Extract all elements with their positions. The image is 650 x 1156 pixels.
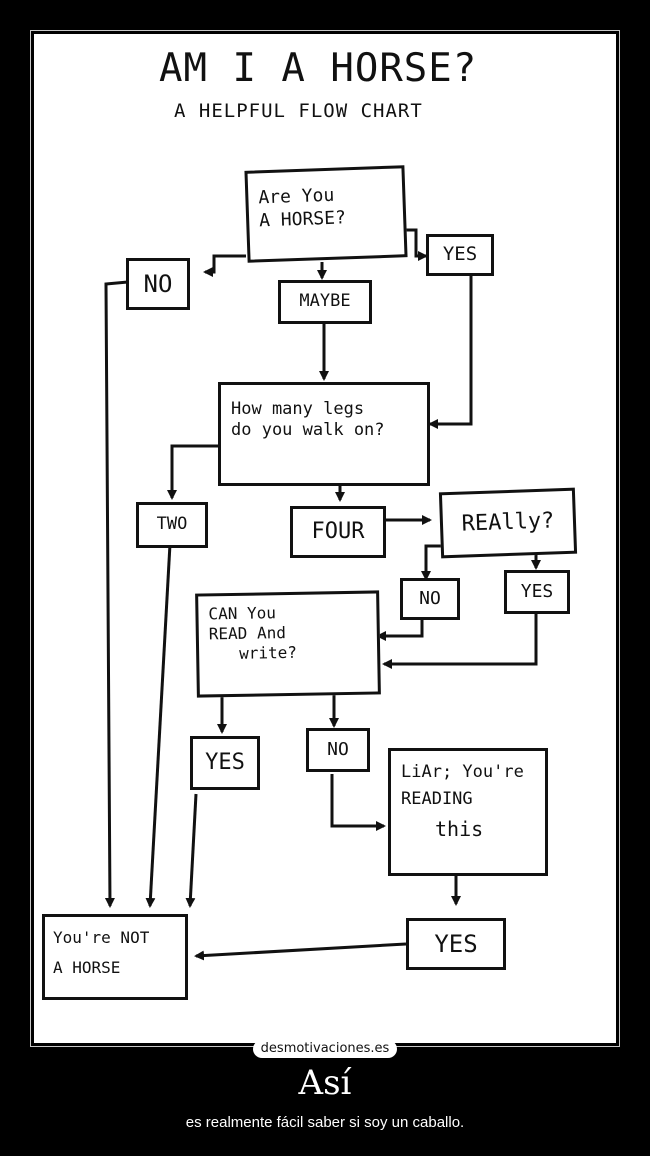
node-yes-2: YES	[504, 570, 570, 614]
node-are-you-a-horse-line2: A HORSE?	[258, 206, 347, 231]
node-result-line2: A HORSE	[53, 958, 121, 978]
node-two: TWO	[136, 502, 208, 548]
node-maybe: MAYBE	[278, 280, 372, 324]
node-how-many-legs: How many legs do you walk on?	[218, 382, 430, 486]
arrow-yes4-to-result	[194, 942, 407, 961]
arrow-no3-to-liar	[330, 774, 386, 831]
node-are-you-a-horse: Are You A HORSE?	[244, 165, 408, 263]
node-result-line1: You're NOT	[53, 928, 150, 947]
arrow-start-to-yes	[406, 228, 428, 261]
node-yes-3: YES	[190, 736, 260, 790]
arrow-no1-to-result	[104, 280, 129, 908]
node-four: FOUR	[290, 506, 386, 558]
node-liar-line3: this	[435, 817, 484, 842]
arrow-really-to-no	[421, 544, 442, 581]
arrow-yes2-to-read	[382, 612, 538, 669]
flowchart-arrows	[104, 228, 541, 961]
node-can-you-read-line3: write?	[238, 642, 298, 663]
node-liar-line1: LiAr; You're	[401, 762, 524, 782]
arrow-two-to-result	[145, 543, 172, 908]
watermark-text: desmotivaciones.es	[252, 1040, 398, 1058]
arrow-yes-to-legs	[428, 274, 473, 429]
node-result-not-a-horse: You're NOT A HORSE	[42, 914, 188, 1000]
node-no-2: NO	[400, 578, 460, 620]
arrow-legs-to-two	[167, 444, 218, 500]
caption-subtitle: es realmente fácil saber si soy un cabal…	[185, 1114, 465, 1131]
watermark: desmotivaciones.es	[0, 1040, 650, 1058]
node-yes-1: YES	[426, 234, 494, 276]
flowchart-paper: AM I A HORSE? A HELPFUL FLOW CHART	[34, 34, 616, 1043]
caption-title: Así	[298, 1063, 352, 1103]
node-yes-4: YES	[406, 918, 506, 970]
node-liar: LiAr; You're READING this	[388, 748, 548, 876]
arrow-no2-to-read	[376, 618, 424, 641]
diagram-subtitle: A HELPFUL FLOW CHART	[174, 100, 423, 122]
node-no-3: NO	[306, 728, 370, 772]
node-can-you-read-line1: CAN You	[208, 603, 277, 624]
node-how-many-legs-line2: do you walk on?	[231, 420, 385, 441]
node-liar-line2: READING	[401, 789, 473, 810]
node-really: REAlly?	[438, 487, 578, 559]
arrow-start-to-no	[203, 254, 246, 277]
arrow-yes3-to-result	[185, 793, 198, 908]
node-can-you-read: CAN You READ And write?	[195, 590, 381, 698]
node-no-1: NO	[126, 258, 190, 310]
node-how-many-legs-line1: How many legs	[231, 399, 365, 419]
diagram-title: AM I A HORSE?	[159, 46, 478, 91]
node-can-you-read-line2: READ And	[208, 623, 287, 644]
